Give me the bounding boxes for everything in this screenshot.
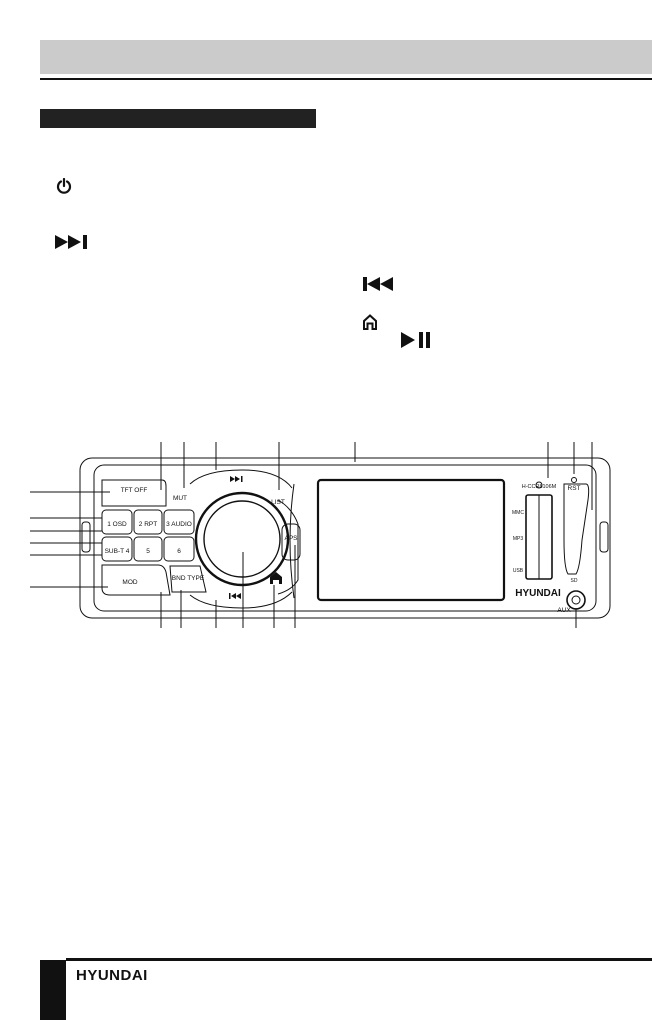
aux-label: AUX xyxy=(557,607,571,614)
front-panel-svg: TFT OFF MUT LIST 1 OSD 2 RPT 3 AUDIO SUB… xyxy=(30,442,611,628)
btn-sub-t-label: SUB-T 4 xyxy=(105,548,130,555)
header-rule xyxy=(40,78,652,80)
play-pause-icon xyxy=(401,332,430,348)
mmc-label: MMC xyxy=(512,510,524,516)
front-panel-illustration: TFT OFF MUT LIST 1 OSD 2 RPT 3 AUDIO SUB… xyxy=(30,440,630,630)
btn-audio-label: 3 AUDIO xyxy=(166,521,192,528)
sd-label: SD xyxy=(571,578,578,584)
btn-6-label: 6 xyxy=(177,548,181,555)
next-track-icon xyxy=(55,235,87,249)
btn-5-label: 5 xyxy=(146,548,150,555)
prev-track-icon xyxy=(363,277,393,291)
power-icon xyxy=(56,178,72,194)
btn-osd-label: 1 OSD xyxy=(107,521,127,528)
home-icon xyxy=(363,314,377,330)
panel-brand-label: HYUNDAI xyxy=(515,588,561,599)
footer-brand-logo: HYUNDAI xyxy=(76,967,148,984)
footer-tab xyxy=(40,960,66,1020)
btn-mut-label: MUT xyxy=(173,495,187,502)
btn-mod-label: MOD xyxy=(122,579,137,586)
mp3-label: MP3 xyxy=(513,536,524,542)
model-label: H-CCR8106M xyxy=(522,484,557,490)
rst-label: RST xyxy=(568,485,581,492)
btn-aps-label: APS xyxy=(284,535,298,542)
footer-rule xyxy=(66,958,652,961)
svg-text:HYUNDAI: HYUNDAI xyxy=(76,967,148,984)
btn-list-label: LIST xyxy=(271,499,285,506)
usb-label: USB xyxy=(513,568,524,574)
btn-tft-off-label: TFT OFF xyxy=(121,487,148,494)
header-band xyxy=(40,40,652,74)
section-heading-bar xyxy=(40,109,316,128)
btn-band-type-label: BND TYPE xyxy=(172,575,205,582)
btn-rpt-label: 2 RPT xyxy=(139,521,157,528)
